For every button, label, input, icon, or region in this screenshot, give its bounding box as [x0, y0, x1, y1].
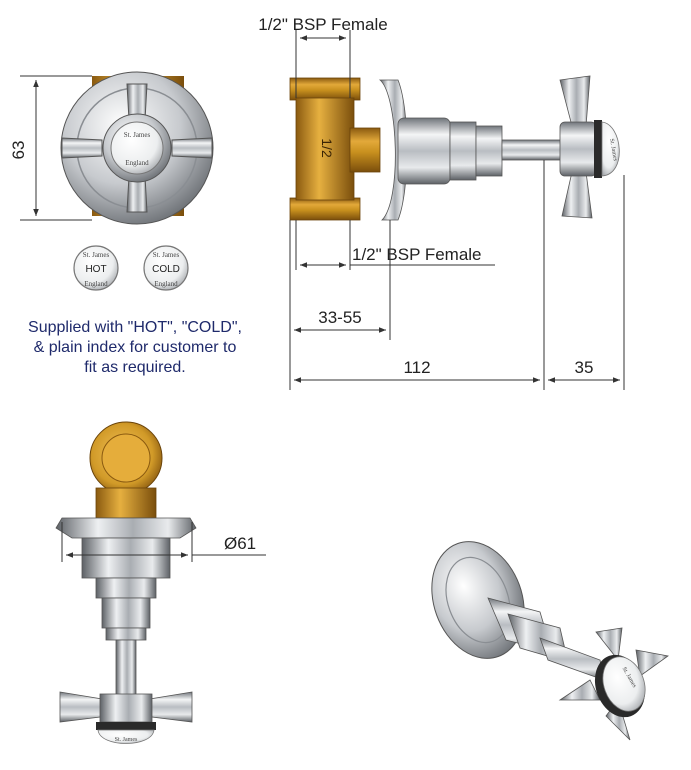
front-cap-brand: St. James	[124, 131, 151, 139]
side-view: 1/2 St. James 1/2" BSP Female 1/2" BSP F…	[258, 15, 625, 390]
front-cross-handle	[61, 83, 213, 213]
note-line-3: fit as required.	[84, 359, 186, 376]
side-cap-brand: St. James	[608, 138, 618, 162]
iso-index-cap	[602, 656, 646, 712]
bottom-flange	[55, 517, 197, 539]
spindle	[501, 139, 565, 161]
front-view: St. James England 63	[9, 71, 214, 225]
bottom-cap-brand: St. James	[115, 737, 138, 743]
side-flange	[378, 79, 408, 221]
cold-disc-label: COLD	[152, 264, 180, 275]
thread-top-label: 1/2" BSP Female	[258, 15, 388, 34]
flange-diameter-label: Ø61	[224, 534, 256, 553]
cold-index-disc: St. James COLD England	[143, 245, 189, 291]
note-line-2: & plain index for customer to	[33, 339, 237, 356]
body-size-mark: 1/2	[319, 138, 335, 158]
bottom-spindle	[115, 639, 137, 701]
front-cap-origin: England	[125, 159, 149, 167]
brass-tee-body	[295, 97, 355, 201]
hot-disc-label: HOT	[85, 264, 106, 275]
side-handle	[559, 121, 597, 177]
cold-disc-brand: St. James	[153, 251, 180, 259]
handle-length-label: 35	[575, 358, 594, 377]
front-index-cap	[110, 121, 164, 175]
wall-range-label: 33-55	[318, 308, 361, 327]
iso-flange	[431, 541, 525, 659]
bottom-view: St. James Ø61	[55, 421, 266, 744]
height-dimension-label: 63	[9, 141, 28, 160]
hot-disc-origin: England	[84, 280, 108, 288]
thread-bottom-label: 1/2" BSP Female	[352, 245, 482, 264]
cold-disc-origin: England	[154, 280, 178, 288]
supplied-note: Supplied with "HOT", "COLD", & plain ind…	[0, 318, 270, 378]
note-line-1: Supplied with "HOT", "COLD",	[28, 319, 242, 336]
overall-length-label: 112	[403, 358, 430, 377]
hot-disc-brand: St. James	[83, 251, 110, 259]
iso-spindle	[539, 637, 605, 681]
isometric-view: St. James	[431, 541, 669, 741]
hot-index-disc: St. James HOT England	[73, 245, 119, 291]
